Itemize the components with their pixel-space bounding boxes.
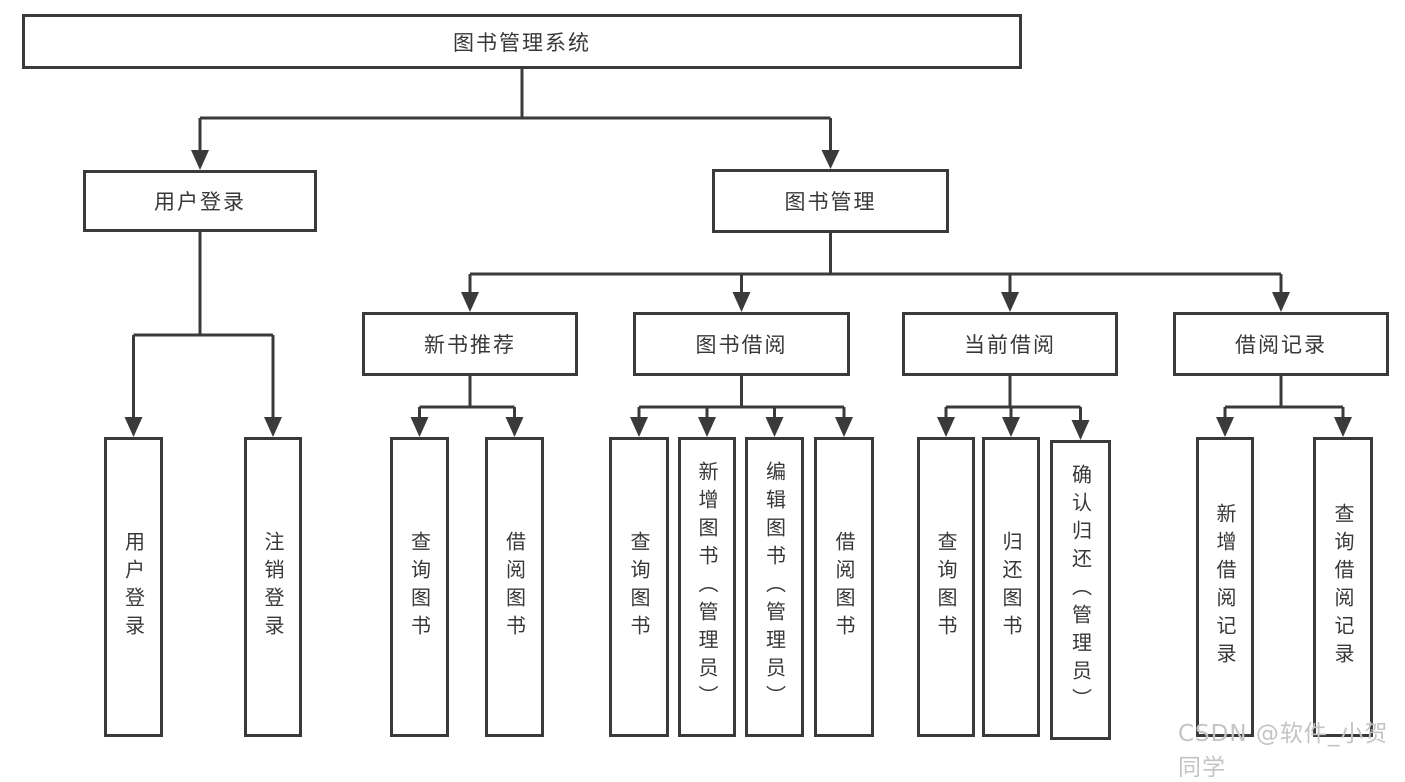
leaf-edit-books-admin: 编辑图书（管理员） bbox=[745, 437, 804, 737]
arrowhead bbox=[264, 417, 282, 437]
node-book-borrow: 图书借阅 bbox=[633, 312, 850, 376]
connector-lines bbox=[132, 69, 1345, 422]
arrowhead bbox=[1216, 417, 1234, 437]
arrowhead bbox=[191, 150, 209, 170]
arrowhead bbox=[821, 150, 840, 169]
arrowhead bbox=[1272, 292, 1290, 312]
leaf-user-login: 用户登录 bbox=[104, 437, 163, 737]
arrowhead bbox=[505, 417, 524, 437]
org-chart: 图书管理系统 用户登录 图书管理 新书推荐 图书借阅 当前借阅 借阅记录 用户登… bbox=[22, 14, 1389, 781]
node-current-borrow: 当前借阅 bbox=[902, 312, 1118, 376]
node-borrow-records: 借阅记录 bbox=[1173, 312, 1389, 376]
arrowhead bbox=[630, 417, 648, 437]
arrowhead bbox=[461, 292, 479, 312]
arrowhead bbox=[698, 417, 716, 437]
node-root: 图书管理系统 bbox=[22, 14, 1022, 69]
connector-layer bbox=[124, 69, 1352, 440]
leaf-current-query-books: 查询图书 bbox=[917, 437, 975, 737]
arrowhead bbox=[1334, 417, 1352, 437]
leaf-query-borrow-record: 查询借阅记录 bbox=[1313, 437, 1373, 737]
arrowhead bbox=[937, 417, 955, 437]
arrowheads bbox=[124, 150, 1352, 440]
arrowhead bbox=[732, 292, 751, 312]
leaf-return-books: 归还图书 bbox=[982, 437, 1040, 737]
leaf-borrow-books: 借阅图书 bbox=[814, 437, 874, 737]
arrowhead bbox=[765, 417, 784, 437]
arrowhead bbox=[1001, 292, 1019, 312]
leaf-recommend-query-books: 查询图书 bbox=[390, 437, 449, 737]
arrowhead bbox=[410, 417, 429, 437]
arrowhead bbox=[835, 417, 853, 437]
leaf-logout: 注销登录 bbox=[244, 437, 302, 737]
leaf-confirm-return-admin: 确认归还（管理员） bbox=[1050, 440, 1111, 740]
node-new-book-recommend: 新书推荐 bbox=[362, 312, 578, 376]
leaf-recommend-borrow-books: 借阅图书 bbox=[485, 437, 544, 737]
arrowhead bbox=[124, 417, 143, 437]
leaf-add-books-admin: 新增图书（管理员） bbox=[678, 437, 736, 737]
node-user-login: 用户登录 bbox=[83, 170, 317, 232]
leaf-borrow-query-books: 查询图书 bbox=[609, 437, 669, 737]
node-book-management: 图书管理 bbox=[712, 169, 949, 233]
arrowhead bbox=[1002, 417, 1020, 437]
arrowhead bbox=[1071, 420, 1090, 440]
leaf-add-borrow-record: 新增借阅记录 bbox=[1196, 437, 1254, 737]
